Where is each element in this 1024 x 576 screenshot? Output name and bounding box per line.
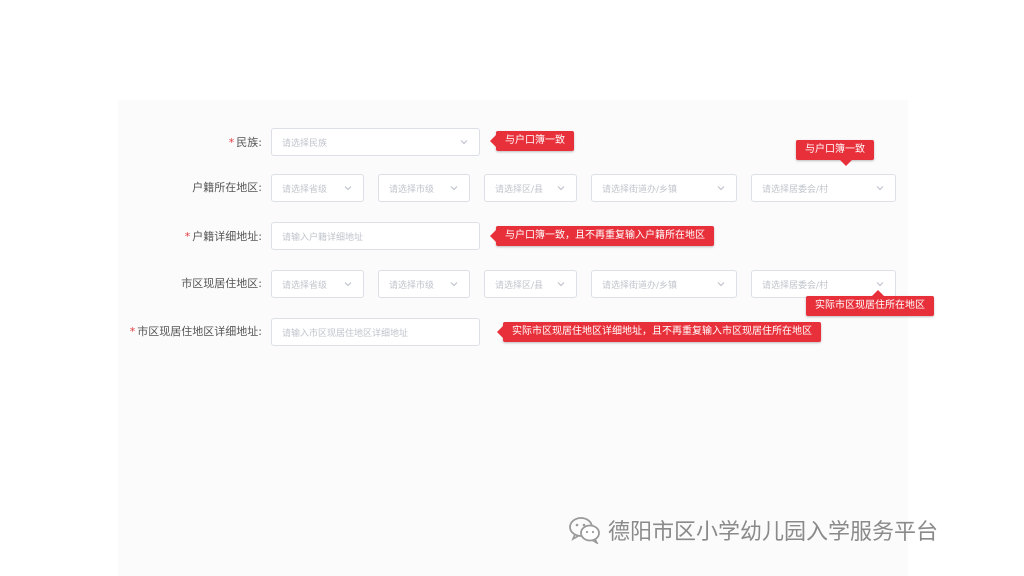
current-community-select[interactable]: 请选择居委会/村 [751, 270, 896, 298]
required-mark: * [129, 325, 136, 338]
select-placeholder: 请选择街道办/乡镇 [602, 280, 678, 291]
chevron-down-icon [344, 186, 352, 191]
select-placeholder: 请选择街道办/乡镇 [602, 184, 678, 195]
household-region-label: 户籍所在地区: [192, 181, 262, 195]
select-placeholder: 请选择区/县 [495, 184, 544, 195]
current-address-label: *市区现居住地区详细地址: [130, 325, 262, 339]
household-address-label-text: 户籍详细地址: [192, 230, 262, 243]
household-address-label: *户籍详细地址: [185, 230, 262, 244]
current-region-tip: 实际市区现居住所在地区 [806, 290, 934, 316]
household-community-select[interactable]: 请选择居委会/村 [751, 174, 896, 202]
household-region-tip: 与户口簿一致 [796, 140, 874, 166]
select-placeholder: 请选择居委会/村 [762, 184, 829, 195]
current-region-label-text: 市区现居住地区: [181, 277, 262, 290]
household-address-placeholder: 请输入户籍详细地址 [282, 232, 364, 243]
household-district-select[interactable]: 请选择区/县 [484, 174, 577, 202]
select-placeholder: 请选择居委会/村 [762, 280, 829, 291]
ethnicity-select-placeholder: 请选择民族 [282, 138, 328, 149]
ethnicity-label-text: 民族: [236, 136, 262, 149]
current-address-input[interactable]: 请输入市区现居住地区详细地址 [271, 318, 480, 346]
current-address-placeholder: 请输入市区现居住地区详细地址 [282, 328, 409, 339]
chevron-down-icon [717, 186, 725, 191]
chevron-down-icon [876, 186, 884, 191]
ethnicity-tip: 与户口簿一致 [490, 131, 574, 151]
select-placeholder: 请选择市级 [389, 280, 435, 291]
chevron-down-icon [450, 282, 458, 287]
current-city-select[interactable]: 请选择市级 [378, 270, 470, 298]
chevron-down-icon [717, 282, 725, 287]
household-region-label-text: 户籍所在地区: [192, 181, 262, 194]
current-region-label: 市区现居住地区: [181, 277, 262, 291]
chevron-down-icon [557, 186, 565, 191]
household-address-input[interactable]: 请输入户籍详细地址 [271, 222, 480, 250]
wechat-icon [569, 517, 600, 544]
select-placeholder: 请选择区/县 [495, 280, 544, 291]
chevron-down-icon [460, 140, 468, 145]
select-placeholder: 请选择省级 [282, 184, 328, 195]
current-address-tip: 实际市区现居住地区详细地址，且不再重复输入市区现居住所在地区 [497, 322, 821, 342]
watermark-text: 德阳市区小学幼儿园入学服务平台 [608, 520, 939, 545]
required-mark: * [184, 230, 191, 243]
current-province-select[interactable]: 请选择省级 [271, 270, 364, 298]
chevron-down-icon [876, 282, 884, 287]
ethnicity-select[interactable]: 请选择民族 [271, 128, 480, 156]
select-placeholder: 请选择省级 [282, 280, 328, 291]
select-placeholder: 请选择市级 [389, 184, 435, 195]
required-mark: * [228, 136, 235, 149]
household-street-select[interactable]: 请选择街道办/乡镇 [591, 174, 737, 202]
household-address-tip: 与户口簿一致，且不再重复输入户籍所在地区 [490, 226, 714, 246]
household-province-select[interactable]: 请选择省级 [271, 174, 364, 202]
current-district-select[interactable]: 请选择区/县 [484, 270, 577, 298]
chevron-down-icon [450, 186, 458, 191]
ethnicity-label: *民族: [229, 136, 262, 150]
current-address-label-text: 市区现居住地区详细地址: [137, 325, 262, 338]
chevron-down-icon [344, 282, 352, 287]
chevron-down-icon [557, 282, 565, 287]
household-city-select[interactable]: 请选择市级 [378, 174, 470, 202]
watermark: 德阳市区小学幼儿园入学服务平台 [568, 514, 938, 546]
current-street-select[interactable]: 请选择街道办/乡镇 [591, 270, 737, 298]
